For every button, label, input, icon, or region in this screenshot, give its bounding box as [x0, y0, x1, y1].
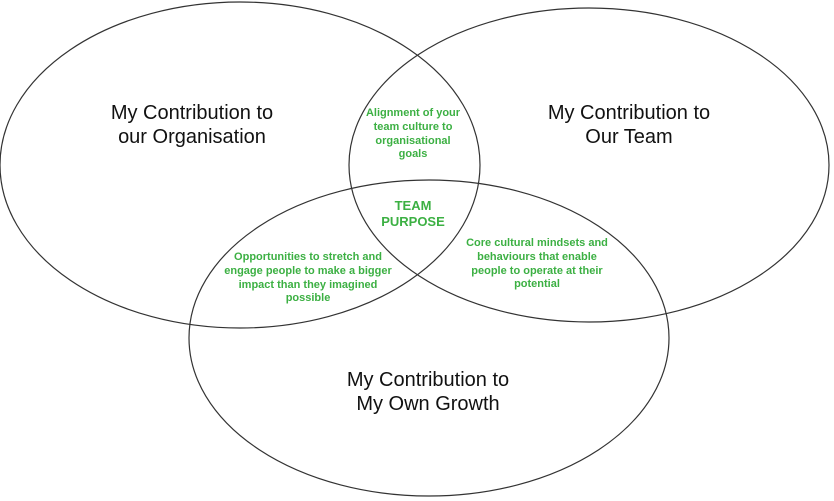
circle-title-line: Our Team [585, 126, 673, 148]
overlap-line: team culture to [373, 120, 453, 133]
overlap-center-team-purpose: TEAM PURPOSE [368, 198, 458, 231]
overlap-line: Core cultural mindsets and [466, 237, 608, 249]
overlap-line: organisational [375, 134, 451, 147]
overlap-organisation-team: Alignment of your team culture to organi… [353, 107, 473, 162]
overlap-line: people to operate at their [471, 264, 603, 277]
circle-title-organisation: My Contribution to our Organisation [82, 101, 302, 149]
circle-title-line: My Contribution to [547, 102, 711, 124]
overlap-line: Opportunities to stretch and [234, 251, 382, 263]
circle-title-line: My Contribution to [346, 369, 510, 391]
circle-title-team: My Contribution to Our Team [519, 101, 739, 149]
overlap-team-growth: Core cultural mindsets and behaviours th… [452, 237, 622, 292]
center-line: TEAM [394, 198, 432, 213]
overlap-line: potential [514, 278, 560, 291]
overlap-line: possible [285, 292, 331, 305]
overlap-line: behaviours that enable [477, 250, 597, 263]
circle-title-line: our Organisation [118, 126, 266, 148]
overlap-organisation-growth: Opportunities to stretch and engage peop… [210, 251, 406, 306]
circle-title-line: My Own Growth [356, 393, 500, 415]
circle-title-growth: My Contribution to My Own Growth [318, 368, 538, 416]
circle-growth [188, 179, 670, 497]
overlap-line: engage people to make a bigger [224, 264, 392, 277]
overlap-line: goals [398, 148, 428, 161]
overlap-line: Alignment of your [365, 107, 461, 119]
circle-organisation [0, 1, 481, 329]
circle-team [348, 7, 830, 323]
center-line: PURPOSE [381, 214, 445, 230]
circle-title-line: My Contribution to [110, 102, 274, 124]
overlap-line: impact than they imagined [238, 278, 378, 291]
